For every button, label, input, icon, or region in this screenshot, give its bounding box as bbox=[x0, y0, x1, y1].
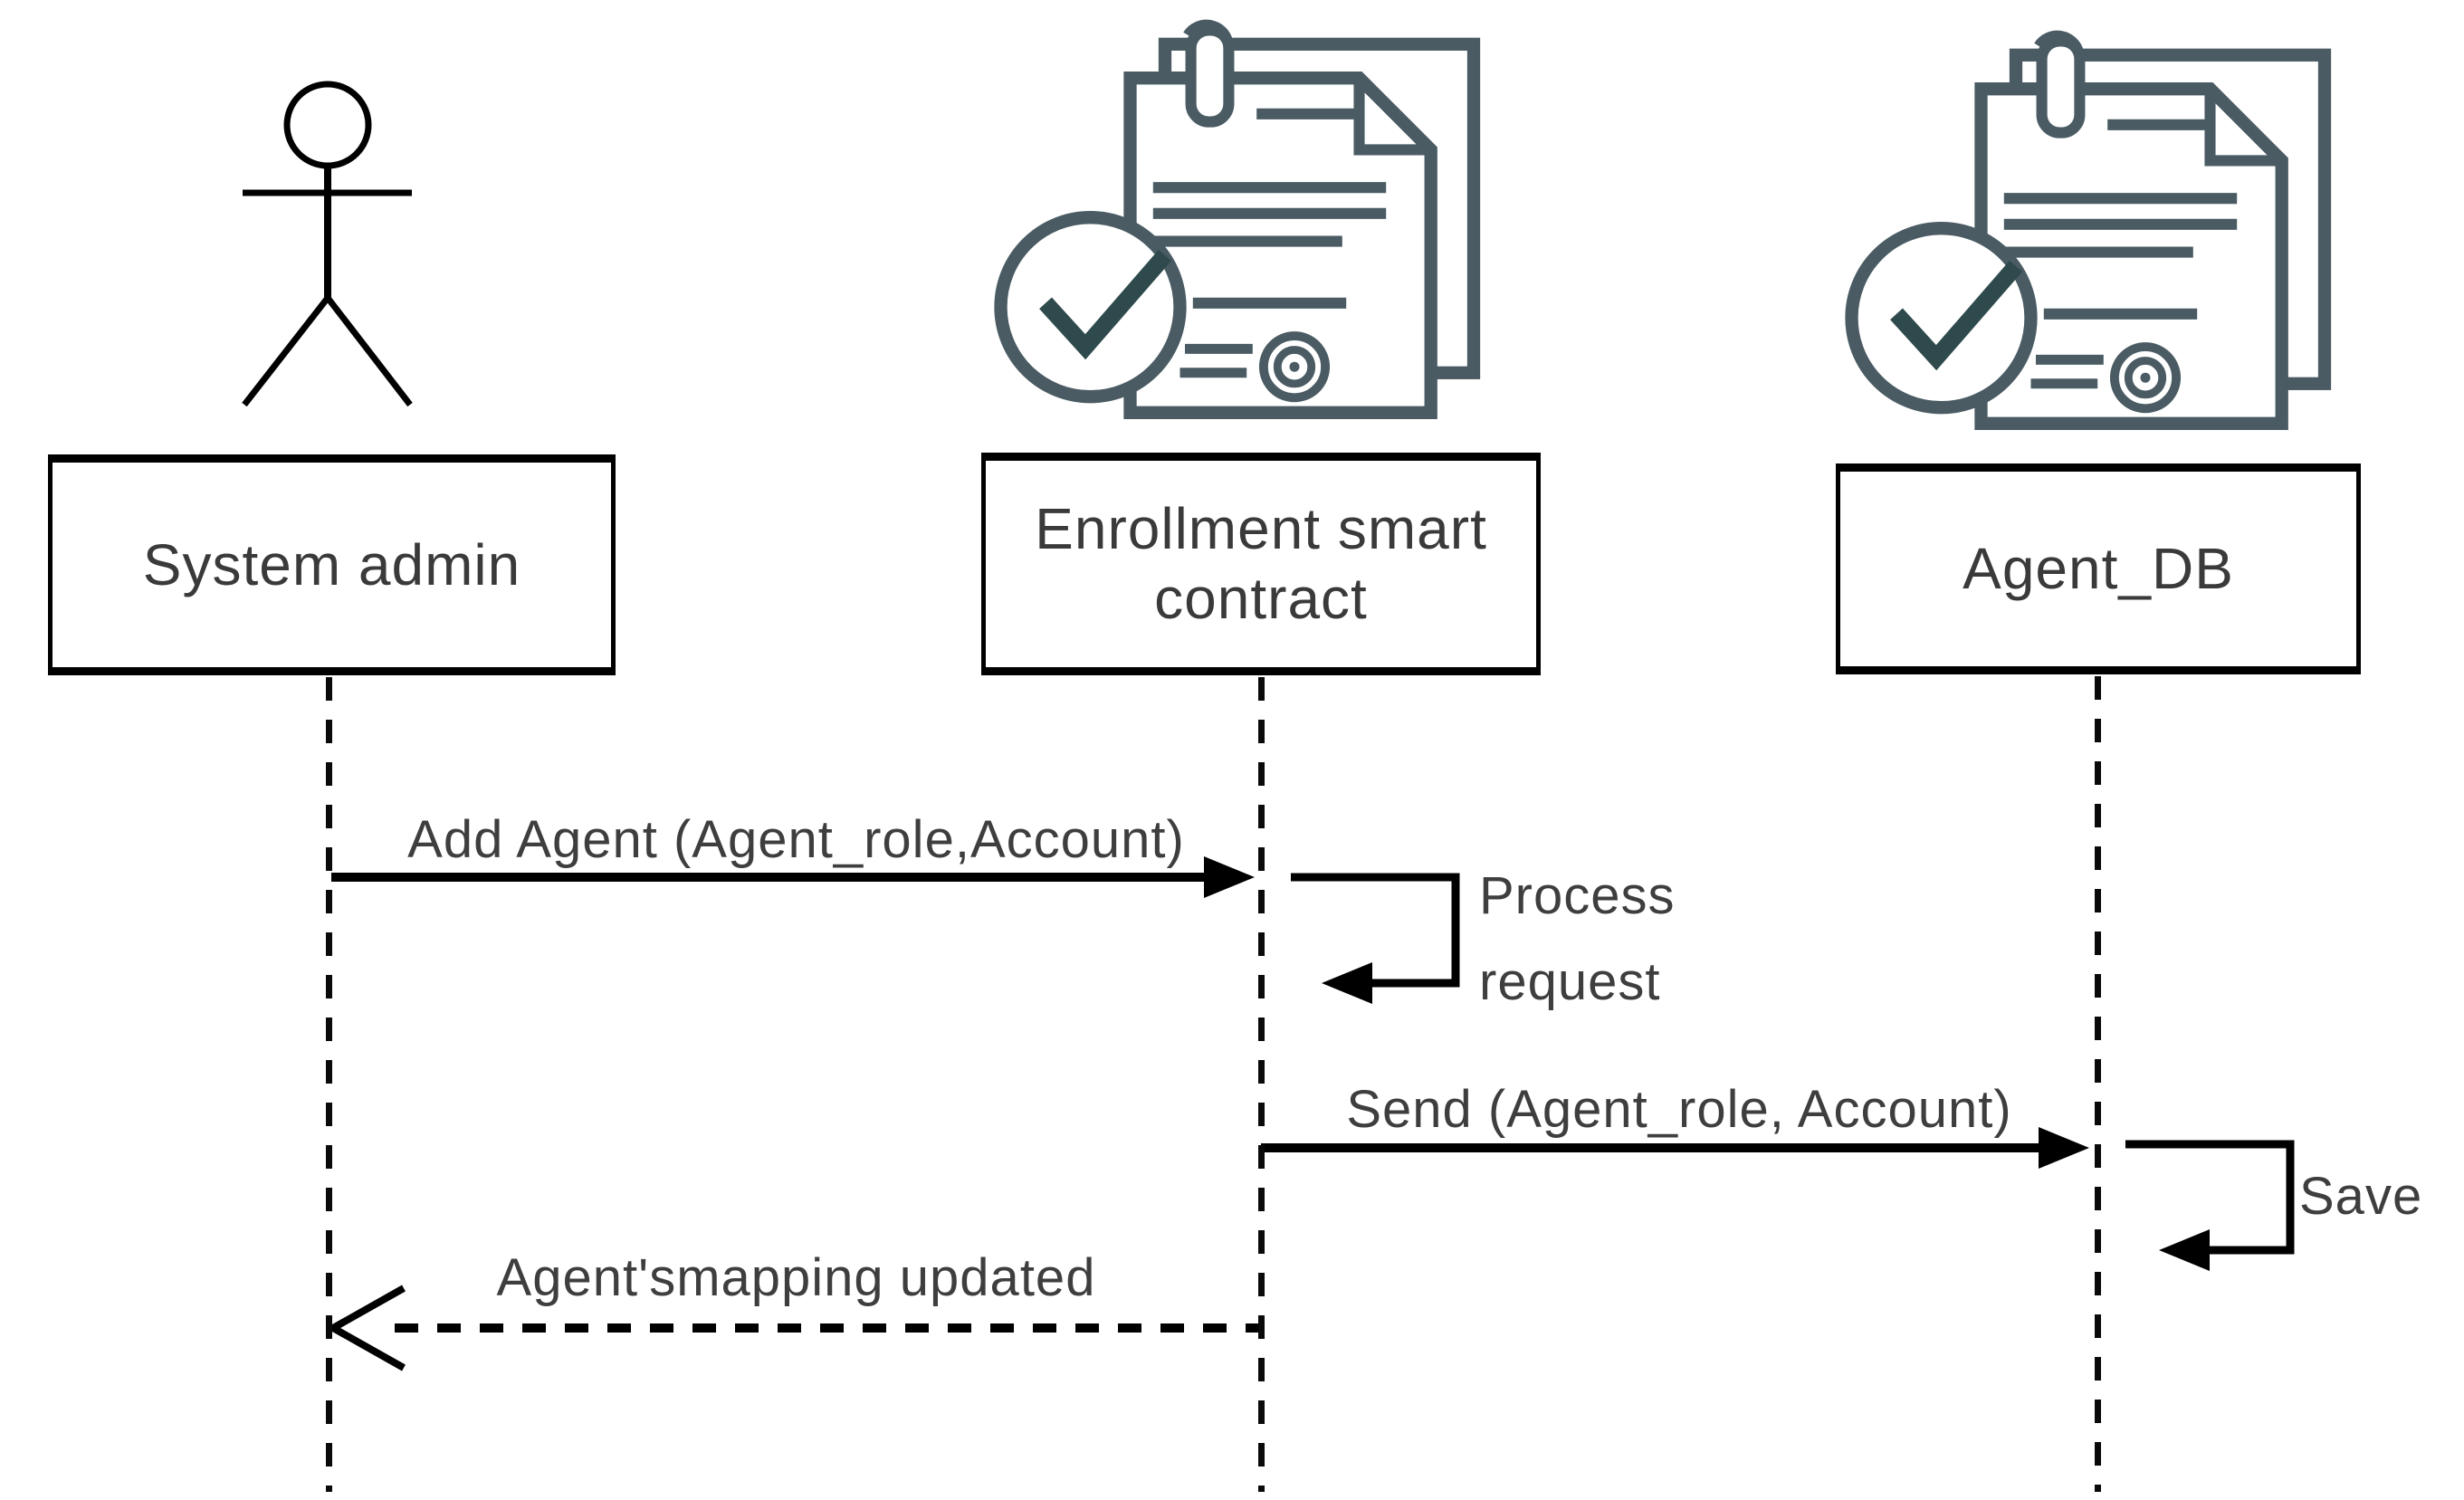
participant-label: Enrollment smart contract bbox=[1035, 496, 1487, 631]
arrowhead-left-icon bbox=[1322, 962, 1372, 1004]
smart-contract-document-icon bbox=[1001, 25, 1475, 413]
open-arrowhead-left-icon bbox=[325, 1285, 406, 1371]
participant-box-agent-db: Agent_DB bbox=[1836, 463, 2361, 674]
arrowhead-right-icon bbox=[2039, 1127, 2089, 1169]
participant-box-system-admin: System admin bbox=[48, 454, 616, 675]
message-label-save: Save bbox=[2299, 1167, 2423, 1226]
lifeline-system-admin bbox=[326, 677, 332, 1492]
self-loop-save bbox=[2125, 1140, 2295, 1255]
participant-label: System admin bbox=[142, 531, 521, 597]
message-label-return: Agent'smapping updated bbox=[496, 1248, 1096, 1307]
lifeline-enrollment-smart-contract bbox=[1258, 677, 1265, 1492]
arrowhead-right-icon bbox=[1204, 856, 1255, 898]
lifeline-agent-db bbox=[2095, 676, 2101, 1492]
actor-leg bbox=[242, 295, 330, 407]
message-label-add-agent: Add Agent (Agent_role,Account) bbox=[407, 810, 1185, 869]
message-label-send: Send (Agent_role, Account) bbox=[1346, 1080, 2012, 1139]
participant-box-enrollment-smart-contract: Enrollment smart contract bbox=[981, 453, 1541, 675]
participant-label: Agent_DB bbox=[1963, 536, 2234, 602]
actor-leg bbox=[325, 295, 413, 407]
self-loop-process-request bbox=[1291, 873, 1460, 988]
actor-stick-figure-icon bbox=[242, 81, 413, 407]
smart-contract-document-icon bbox=[1852, 36, 2326, 424]
actor-head bbox=[283, 81, 372, 169]
arrowhead-left-icon bbox=[2159, 1229, 2210, 1271]
message-label-process-request: Process request bbox=[1479, 866, 1676, 1011]
